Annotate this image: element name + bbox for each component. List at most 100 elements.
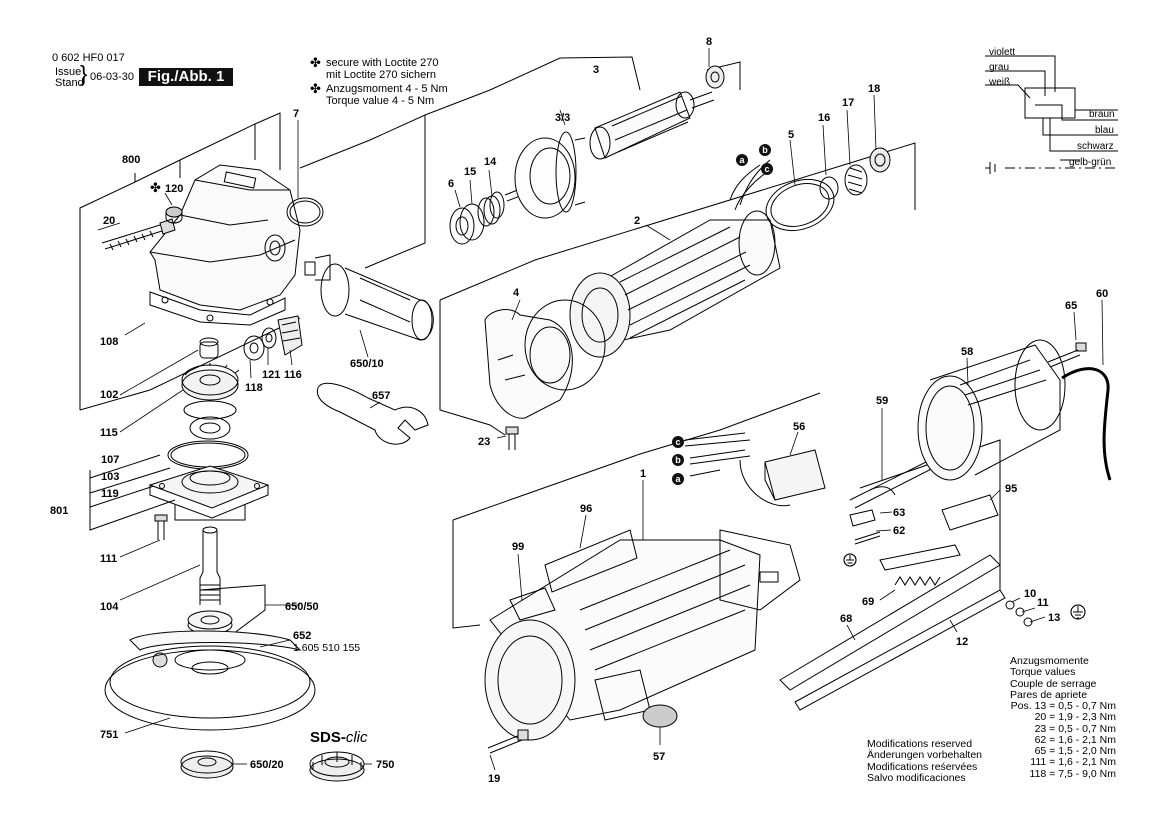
part-label-104: 104 (100, 601, 119, 613)
group-bracket-801 (89, 470, 176, 531)
part-label-11: 11 (1037, 597, 1049, 609)
lead-b-label: b (762, 145, 768, 155)
switch (764, 449, 826, 501)
part-label-650-10: 650/10 (350, 358, 384, 370)
guard-652 (129, 630, 302, 651)
part-label-65: 65 (1065, 300, 1077, 312)
torque-title-es: Pares de apriete (1010, 688, 1088, 701)
torque-values: Pos. 13 = 0,5 - 0,7 Nm 20 = 1,9 - 2,3 Nm… (1010, 700, 1116, 780)
part-label-108: 108 (100, 336, 118, 348)
part-label-7: 7 (293, 108, 299, 120)
part-label-95: 95 (1005, 483, 1017, 495)
modifications-de: Änderungen vorbehalten (867, 749, 983, 762)
part-label-657: 657 (372, 390, 390, 402)
ground-icon (843, 553, 1086, 620)
sds-clic-logo: SDS-clic (310, 729, 368, 746)
part-label-16: 16 (818, 112, 830, 124)
part-label-119: 119 (101, 488, 119, 500)
rail-12 (794, 589, 1006, 711)
part-label-800: 800 (122, 154, 140, 166)
part-label-15: 15 (464, 166, 476, 178)
part-label-3-3: 3/3 (555, 112, 570, 124)
part-label-2: 2 (634, 215, 640, 227)
part-label-801: 801 (50, 505, 68, 517)
gear-housing (149, 164, 301, 311)
clover-marker-icon: ✤ (310, 55, 321, 70)
clover-marker-icon: ✤ (150, 180, 161, 195)
part-label-751: 751 (100, 729, 118, 741)
part-label-13: 13 (1048, 612, 1060, 624)
wire-gelb-gruen: gelb-grün (1069, 157, 1112, 168)
torque-title-en: Torque values (1010, 666, 1076, 679)
torque-title-de: Anzugsmomente (1010, 655, 1089, 667)
part-label-116: 116 (284, 369, 302, 381)
gear-flange (149, 291, 286, 326)
armature-core (594, 91, 691, 159)
torque-table: Anzugsmomente Torque values Couple de se… (1010, 655, 1097, 701)
part-label-6: 6 (448, 178, 454, 190)
part-label-62: 62 (893, 525, 905, 537)
part-label-107: 107 (101, 454, 119, 466)
lead-markers (672, 144, 773, 485)
part-label-121: 121 (262, 369, 280, 381)
part-label-4: 4 (513, 287, 520, 299)
housing-group-frame (452, 520, 481, 629)
wire-grau: grau (989, 62, 1010, 73)
wire-blau: blau (1095, 125, 1114, 136)
torque-title-fr: Couple de serrage (1010, 677, 1097, 690)
part-label-111: 111 (100, 553, 117, 565)
stator-group-frame (439, 300, 506, 436)
modifications-fr: Modifications reśervées (867, 760, 978, 773)
lead-c-label: c (675, 437, 680, 447)
grinding-disc (104, 649, 316, 731)
brace-icon: } (80, 61, 88, 86)
part-label-14: 14 (484, 156, 497, 168)
torque-row: Pos. 13 = 0,5 - 0,7 Nm (1010, 700, 1116, 712)
part-label-650-50: 650/50 (285, 601, 319, 613)
wire-weiss: weiß (989, 77, 1011, 88)
lead-a-label: a (739, 155, 745, 165)
part-label-3: 3 (593, 64, 599, 76)
wire-braun: braun (1089, 109, 1115, 120)
issue-label: Issue (55, 66, 82, 78)
part-label-652: 652 (293, 630, 311, 642)
part-label-63: 63 (893, 507, 905, 519)
lead-a-label: a (675, 474, 681, 484)
torque-note-de: Anzugsmoment 4 - 5 Nm (326, 83, 448, 95)
stand-label: Stand (55, 77, 84, 89)
part-label-18: 18 (868, 83, 880, 95)
wire-violett: violett (989, 47, 1016, 58)
part-label-103: 103 (101, 471, 119, 483)
part-label-8: 8 (706, 36, 712, 48)
torque-row: 20 = 1,9 - 2,3 Nm (1034, 711, 1116, 724)
part-label-17: 17 (842, 97, 854, 109)
part-label-57: 57 (653, 751, 665, 763)
loctite-note-en: secure with Loctite 270 (326, 57, 439, 69)
part-label-1: 1 (640, 468, 646, 480)
part-label-58: 58 (961, 346, 973, 358)
part-label-59: 59 (876, 395, 888, 407)
clover-marker-icon: ✤ (310, 81, 321, 96)
part-label-12: 12 (956, 636, 968, 648)
torque-row: 65 = 1,5 - 2,0 Nm (1034, 745, 1116, 758)
modifications-es: Salvo modificaciones (867, 771, 966, 784)
modifications-notice: Modifications reserved Änderungen vorbeh… (867, 738, 983, 784)
lead-b-label: b (675, 455, 681, 465)
torque-row: 62 = 1,6 - 2,1 Nm (1034, 733, 1116, 746)
part-label-99: 99 (512, 541, 524, 553)
torque-row: 23 = 0,5 - 0,7 Nm (1034, 722, 1116, 735)
part-label-68: 68 (840, 613, 852, 625)
bearing-group-frame (299, 114, 426, 269)
figure-label: Fig./Abb. 1 (139, 68, 233, 86)
rail-68 (779, 554, 1001, 691)
torque-row: 118 = 7,5 - 9,0 Nm (1029, 767, 1116, 780)
part-label-750: 750 (376, 759, 394, 771)
part-label-20: 20 (103, 215, 115, 227)
loctite-note-de: mit Loctite 270 sichern (326, 69, 437, 81)
part-number: 0 602 HF0 017 (52, 52, 125, 64)
part-label-102: 102 (100, 389, 118, 401)
part-label-60: 60 (1096, 288, 1108, 300)
part-label-650-20: 650/20 (250, 759, 284, 771)
